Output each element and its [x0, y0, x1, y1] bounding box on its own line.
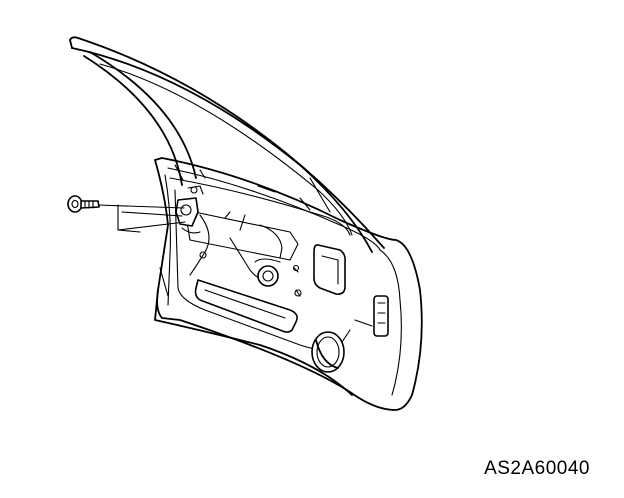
mounting-point	[175, 185, 204, 234]
door-lower-edge	[154, 289, 353, 396]
window-regulator	[184, 209, 302, 297]
bolt-icon	[67, 195, 100, 213]
figure-code: AS2A60040	[484, 458, 590, 479]
speaker-hole	[311, 331, 345, 373]
door-panel	[154, 157, 423, 411]
window-frame	[69, 36, 385, 253]
leader-lines	[97, 204, 186, 233]
inner-cutouts	[194, 244, 389, 337]
